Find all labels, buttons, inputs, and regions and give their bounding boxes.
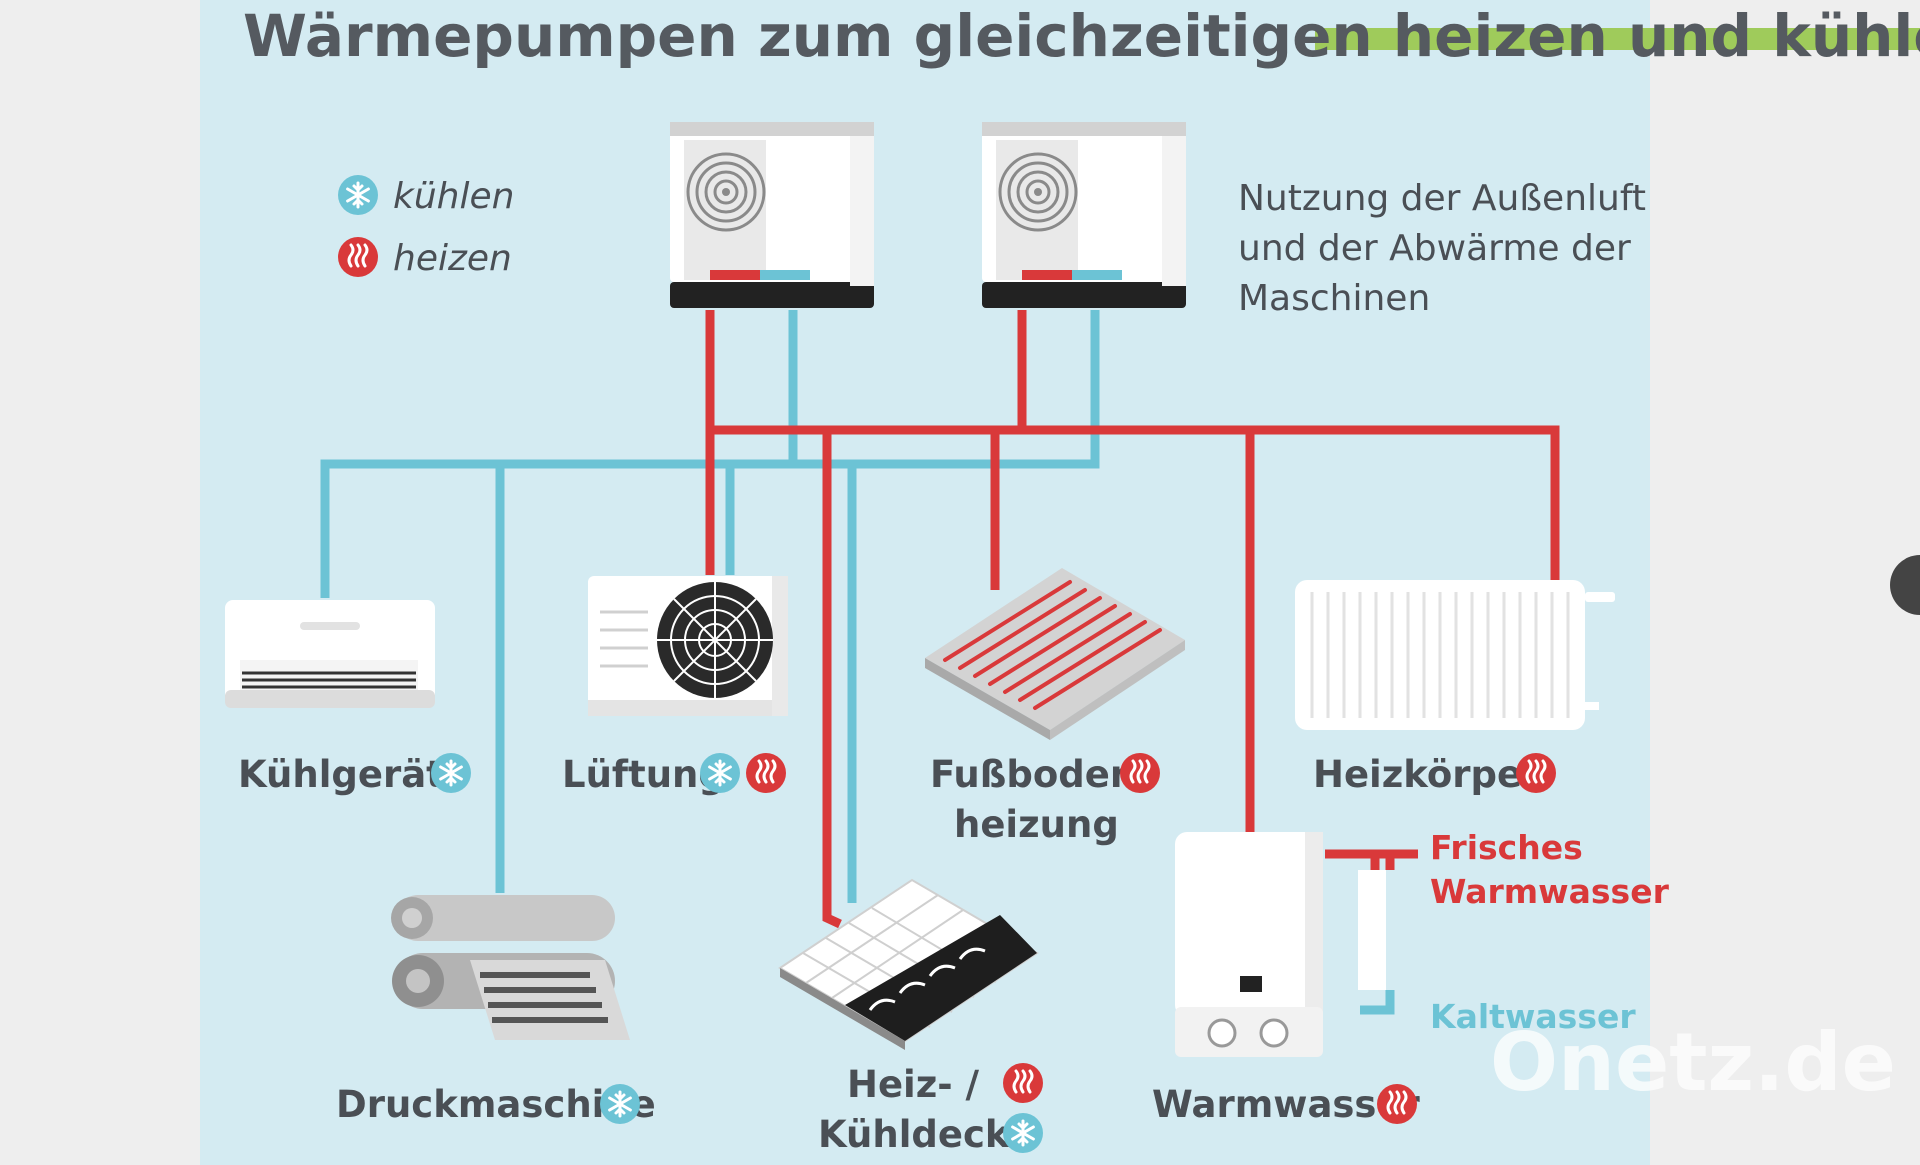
label-fussboden-line1: Fußboden- [930, 753, 1152, 796]
heat-waves-icon [1001, 1061, 1045, 1105]
snowflake-icon [598, 1082, 642, 1126]
ceiling-panel-illustration [778, 878, 1039, 1050]
ventilation-unit-illustration [588, 576, 788, 716]
heat-waves-icon [1375, 1082, 1419, 1126]
snowflake-icon [1001, 1111, 1045, 1155]
legend-cool-label: kühlen [393, 176, 514, 217]
printing-press-illustration [391, 895, 630, 1040]
legend-heat-label: heizen [393, 238, 512, 279]
page-title: Wärmepumpen zum gleichzeitigen heizen un… [243, 2, 1920, 70]
label-heizkoerper: Heizkörper [1313, 753, 1541, 796]
watermark: Onetz.de [1490, 1016, 1896, 1109]
info-line-2: und der Abwärme der [1238, 228, 1631, 269]
snowflake-icon [698, 751, 742, 795]
radiator-illustration [1295, 580, 1615, 730]
label-warmwasser: Warmwasser [1152, 1083, 1421, 1126]
water-heater-illustration [1175, 832, 1386, 1057]
snowflake-icon [429, 751, 473, 795]
floor-heating-illustration [925, 568, 1185, 740]
accent-bar [1315, 28, 1920, 50]
label-kuehlgeraete: Kühlgeräte [238, 753, 469, 796]
cooling-unit-illustration [225, 600, 435, 708]
label-cold-water: Kaltwasser [1430, 997, 1636, 1036]
hot-pipes [705, 310, 1560, 929]
legend: kühlen heizen [336, 173, 514, 279]
label-fussboden-line2: heizung [954, 803, 1119, 846]
label-fresh-hot-water-line1: Frisches [1430, 828, 1583, 867]
info-text: Nutzung der Außenluft und der Abwärme de… [1238, 178, 1646, 319]
label-decke-line2: Kühldecke [818, 1113, 1034, 1156]
label-decke-line1: Heiz- / [847, 1063, 980, 1106]
heat-waves-icon [336, 235, 380, 279]
heat-waves-icon [744, 751, 788, 795]
snowflake-icon [336, 173, 380, 217]
edge-scroll-icon [1890, 555, 1920, 615]
heat-waves-icon [1514, 751, 1558, 795]
heat-pump-1 [668, 120, 876, 310]
label-lueftung: Lüftung [562, 753, 725, 796]
label-fresh-hot-water-line2: Warmwasser [1430, 872, 1670, 911]
heat-pump-2 [980, 120, 1188, 310]
info-line-3: Maschinen [1238, 278, 1430, 319]
heat-waves-icon [1118, 751, 1162, 795]
info-line-1: Nutzung der Außenluft [1238, 178, 1646, 219]
